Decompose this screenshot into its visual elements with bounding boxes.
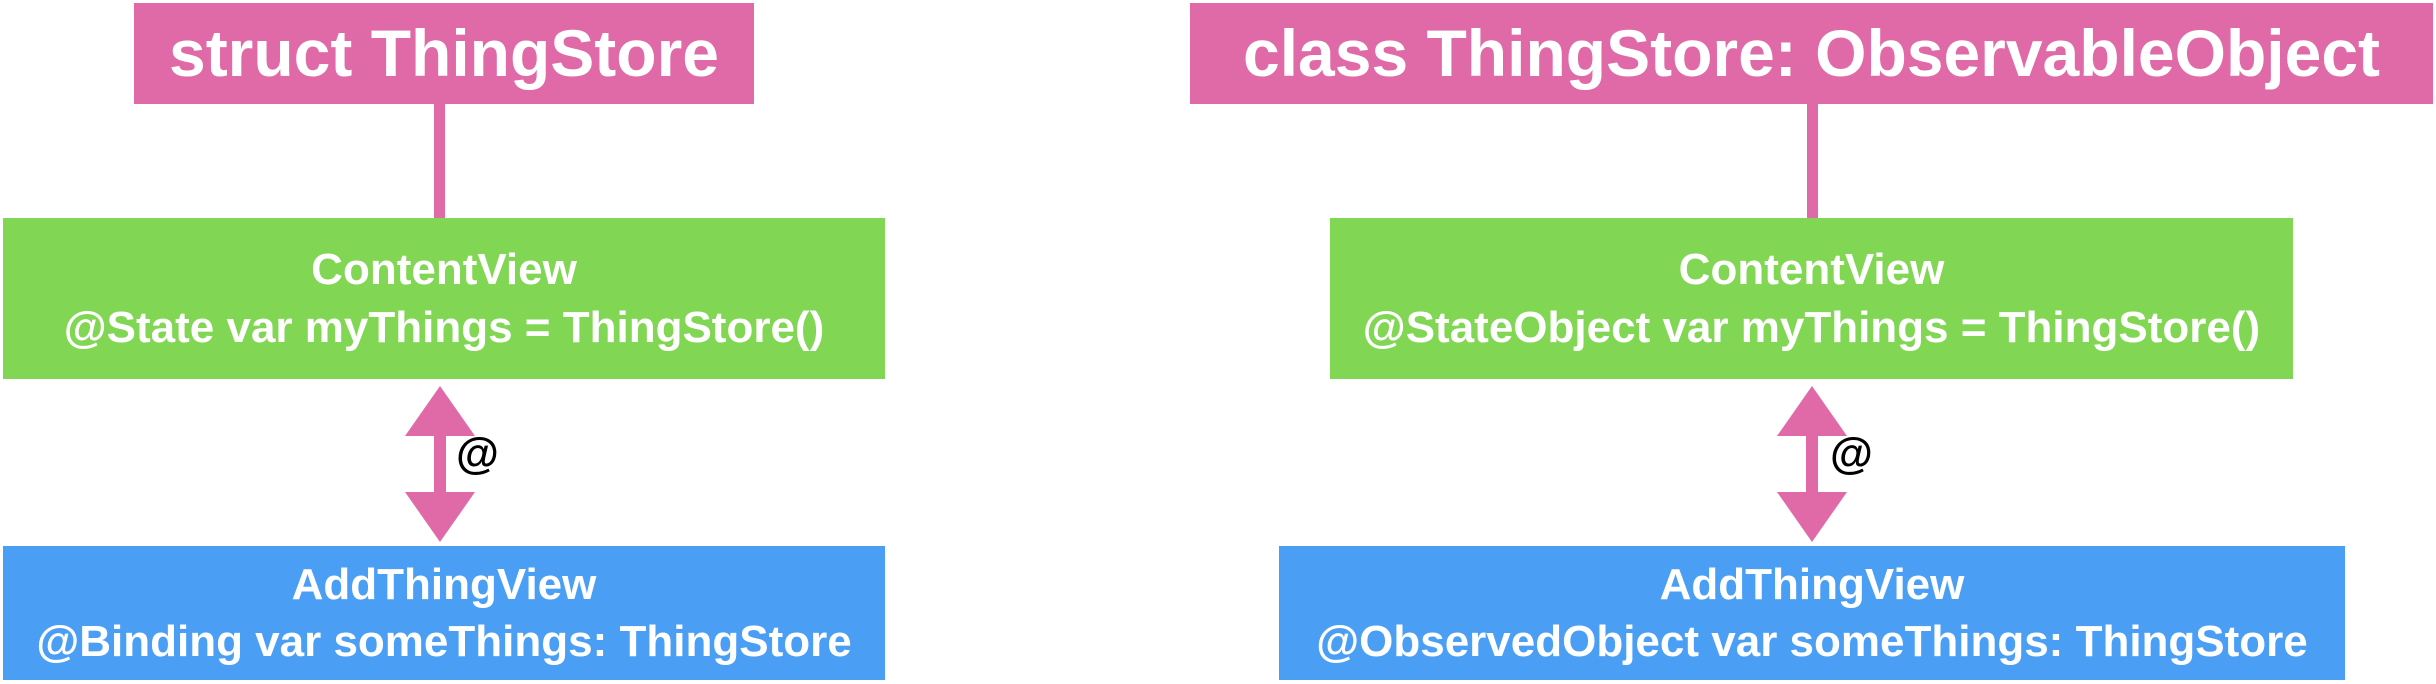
left-contentview-box: ContentView @State var myThings = ThingS… [3,218,885,379]
right-header-label: class ThingStore: ObservableObject [1242,15,2381,90]
right-addthingview-decl: @ObservedObject var someThings: ThingSto… [1316,617,2308,666]
right-arrow-label: @ [1830,429,1873,478]
left-addthingview-name: AddThingView [291,559,597,609]
right-contentview-box: ContentView @StateObject var myThings = … [1330,218,2293,379]
left-double-arrow-icon [405,386,475,542]
right-header-box: class ThingStore: ObservableObject [1190,3,2433,104]
left-contentview-decl: @State var myThings = ThingStore() [63,302,825,352]
left-arrow-label: @ [456,429,499,478]
left-addthingview-decl: @Binding var someThings: ThingStore [36,617,852,666]
right-header-connector [1807,104,1818,218]
left-header-box: struct ThingStore [134,3,754,104]
right-addthingview-name: AddThingView [1659,559,1965,609]
left-header-label: struct ThingStore [168,15,719,90]
right-contentview-name: ContentView [1678,245,1945,295]
left-header-connector [434,104,445,218]
right-contentview-decl: @StateObject var myThings = ThingStore() [1362,302,2261,352]
right-double-arrow-icon [1777,386,1847,542]
left-contentview-name: ContentView [311,245,577,295]
left-addthingview-box: AddThingView @Binding var someThings: Th… [3,546,885,680]
right-addthingview-box: AddThingView @ObservedObject var someThi… [1279,546,2345,680]
